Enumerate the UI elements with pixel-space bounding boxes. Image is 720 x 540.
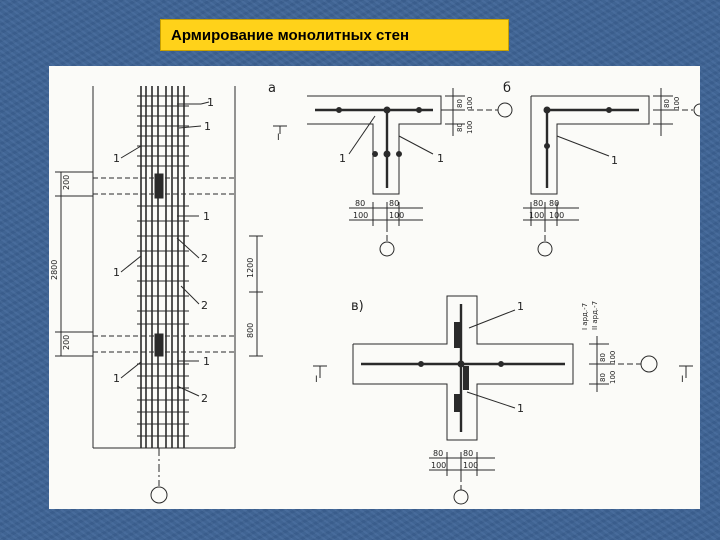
dim-100: 100 — [609, 371, 617, 384]
section-mark-i: I — [315, 375, 318, 385]
reinforcement-drawing: 1 1 1 1 2 1 2 1 1 2 200 2800 200 1200 80… — [50, 81, 700, 505]
dim-100: 100 — [529, 211, 544, 220]
dim-100: 100 — [389, 211, 404, 220]
callout-1: 1 — [113, 266, 120, 279]
callout-1: 1 — [517, 402, 524, 415]
section-mark-i: I — [681, 375, 684, 385]
callout-1: 1 — [517, 300, 524, 313]
callout-1: 1 — [611, 154, 618, 167]
section-label-a: а — [268, 81, 276, 96]
dim-80: 80 — [456, 123, 464, 132]
callout-1: 1 — [203, 210, 210, 223]
callout-1: 1 — [204, 120, 211, 133]
callout-2: 2 — [201, 252, 208, 265]
dim-80: 80 — [355, 199, 365, 208]
dim-100: 100 — [431, 461, 446, 470]
dim-80: 80 — [389, 199, 399, 208]
callout-2: 2 — [201, 299, 208, 312]
callout-1: 1 — [113, 152, 120, 165]
dim-80: 80 — [599, 353, 607, 362]
dim-100: 100 — [549, 211, 564, 220]
dim-100: 100 — [463, 461, 478, 470]
dim-80: 80 — [599, 373, 607, 382]
callout-1: 1 — [113, 372, 120, 385]
slide-title: Армирование монолитных стен — [171, 26, 410, 44]
section-label-b: б — [503, 81, 511, 96]
wall-elevation — [55, 86, 263, 504]
note-i: I ард.-7 — [581, 303, 589, 330]
dim-100: 100 — [609, 351, 617, 364]
callout-1: 1 — [207, 96, 214, 109]
dim-80: 80 — [533, 199, 543, 208]
callout-1: 1 — [437, 152, 444, 165]
dim-200-top: 200 — [62, 175, 71, 190]
cross-junction-section — [313, 295, 693, 505]
l-corner-section — [523, 88, 700, 257]
callout-1: 1 — [339, 152, 346, 165]
dim-100: 100 — [466, 121, 474, 134]
drawing-sheet: 1 1 1 1 2 1 2 1 1 2 200 2800 200 1200 80… — [49, 66, 700, 509]
dim-100: 100 — [466, 97, 474, 110]
dim-100: 100 — [353, 211, 368, 220]
dim-1200: 1200 — [246, 258, 255, 278]
dim-100: 100 — [673, 97, 681, 110]
slide-title-box: Армирование монолитных стен — [160, 19, 509, 51]
dim-200-bottom: 200 — [62, 335, 71, 350]
t-junction-section — [273, 88, 513, 257]
section-mark-i: I — [277, 133, 280, 143]
dim-2800: 2800 — [50, 260, 59, 280]
dim-80: 80 — [463, 449, 473, 458]
note-ii: II ард.-7 — [591, 301, 599, 330]
dim-80: 80 — [549, 199, 559, 208]
section-label-v: в) — [351, 299, 364, 314]
callout-1: 1 — [203, 355, 210, 368]
callout-2: 2 — [201, 392, 208, 405]
dim-80: 80 — [663, 99, 671, 108]
dim-80: 80 — [456, 99, 464, 108]
dim-800: 800 — [246, 323, 255, 338]
dim-80: 80 — [433, 449, 443, 458]
